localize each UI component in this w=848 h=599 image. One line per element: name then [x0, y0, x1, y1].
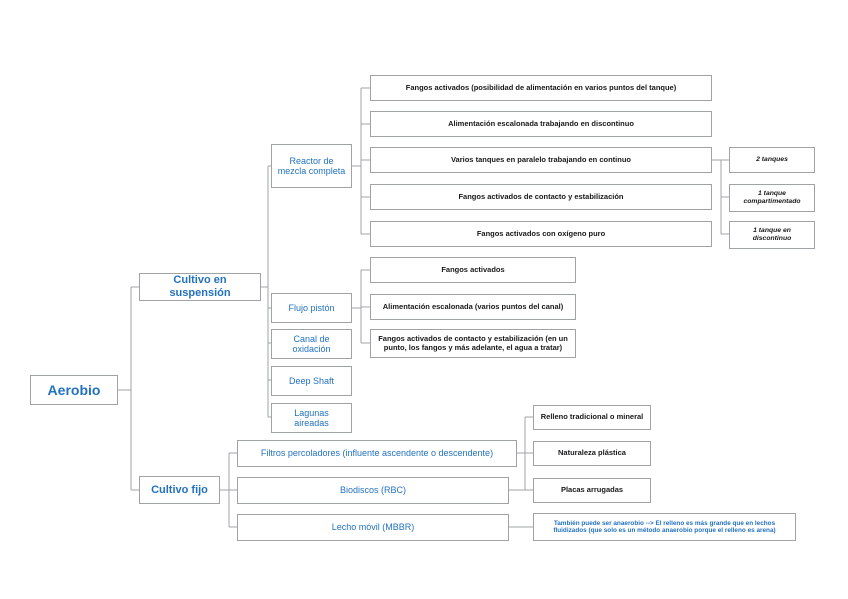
- leaf-node-fangos-activados[interactable]: Fangos activados: [370, 257, 576, 283]
- media-node-label: Naturaleza plástica: [558, 448, 626, 458]
- annotation-node-label: También puede ser anaerobio --> El relle…: [553, 519, 776, 534]
- subleaf-node-2-tanques[interactable]: 2 tanques: [729, 147, 815, 173]
- category-node-deep-shaft[interactable]: Deep Shaft: [271, 366, 352, 396]
- subleaf-node-label: 2 tanques: [756, 156, 788, 164]
- media-node-label: Relleno tradicional o mineral: [540, 412, 644, 422]
- media-node-label: Placas arrugadas: [560, 485, 624, 495]
- root-node-aerobio[interactable]: Aerobio: [30, 375, 118, 405]
- category-node-reactor-mezcla-completa[interactable]: Reactor de mezcla completa: [271, 144, 352, 188]
- category-node-label: Canal de oxidación: [292, 333, 331, 354]
- subleaf-node-label: 1 tanque en discontinuo: [752, 227, 792, 242]
- leaf-node-label: Fangos activados con oxígeno puro: [476, 228, 606, 238]
- leaf-node-label: Lecho móvil (MBBR): [331, 522, 415, 533]
- category-node-lagunas-aireadas[interactable]: Lagunas aireadas: [271, 403, 352, 433]
- branch-node-label: Cultivo en suspensión: [169, 274, 231, 299]
- branch-node-cultivo-fijo[interactable]: Cultivo fijo: [139, 476, 220, 504]
- leaf-node-varios-tanques-paralelo-continuo[interactable]: Varios tanques en paralelo trabajando en…: [370, 147, 712, 173]
- annotation-node-anaerobio[interactable]: También puede ser anaerobio --> El relle…: [533, 513, 796, 541]
- category-node-canal-de-oxidacion[interactable]: Canal de oxidación: [271, 329, 352, 359]
- branch-node-label: Cultivo fijo: [151, 483, 208, 496]
- leaf-node-label: Alimentación escalonada (varios puntos d…: [382, 301, 564, 311]
- leaf-node-biodiscos-rbc[interactable]: Biodiscos (RBC): [237, 477, 509, 504]
- subleaf-node-1-tanque-compartimentado[interactable]: 1 tanque compartimentado: [729, 184, 815, 212]
- media-node-relleno-tradicional-mineral[interactable]: Relleno tradicional o mineral: [533, 405, 651, 430]
- leaf-node-lecho-movil-mbbr[interactable]: Lecho móvil (MBBR): [237, 514, 509, 541]
- leaf-node-label: Fangos activados: [441, 264, 505, 274]
- leaf-node-alimentacion-escalonada-canal[interactable]: Alimentación escalonada (varios puntos d…: [370, 294, 576, 320]
- subleaf-node-label: 1 tanque compartimentado: [743, 190, 801, 205]
- leaf-node-label: Fangos activados de contacto y estabiliz…: [458, 191, 624, 201]
- subleaf-node-1-tanque-en-discontinuo[interactable]: 1 tanque en discontinuo: [729, 221, 815, 249]
- leaf-node-filtros-percoladores[interactable]: Filtros percoladores (influente ascenden…: [237, 440, 517, 467]
- leaf-node-label: Filtros percoladores (influente ascenden…: [260, 448, 494, 459]
- media-node-placas-arrugadas[interactable]: Placas arrugadas: [533, 478, 651, 503]
- category-node-flujo-piston[interactable]: Flujo pistón: [271, 293, 352, 323]
- leaf-node-label: Varios tanques en paralelo trabajando en…: [450, 154, 632, 164]
- category-node-label: Deep Shaft: [288, 375, 335, 386]
- leaf-node-fangos-contacto-estabilizacion-canal[interactable]: Fangos activados de contacto y estabiliz…: [370, 329, 576, 358]
- root-node-label: Aerobio: [47, 381, 101, 398]
- leaf-node-fangos-contacto-estabilizacion[interactable]: Fangos activados de contacto y estabiliz…: [370, 184, 712, 210]
- media-node-naturaleza-plastica[interactable]: Naturaleza plástica: [533, 441, 651, 466]
- leaf-node-fangos-oxigeno-puro[interactable]: Fangos activados con oxígeno puro: [370, 221, 712, 247]
- leaf-node-label: Fangos activados (posibilidad de aliment…: [405, 82, 677, 92]
- leaf-node-label: Alimentación escalonada trabajando en di…: [448, 118, 634, 128]
- leaf-node-label: Fangos activados de contacto y estabiliz…: [378, 333, 568, 352]
- category-node-label: Lagunas aireadas: [294, 407, 329, 428]
- branch-node-cultivo-en-suspension[interactable]: Cultivo en suspensión: [139, 273, 261, 301]
- category-node-label: Flujo pistón: [288, 302, 335, 313]
- category-node-label: Reactor de mezcla completa: [277, 155, 346, 176]
- leaf-node-label: Biodiscos (RBC): [339, 485, 406, 496]
- leaf-node-fangos-activados-varios-puntos[interactable]: Fangos activados (posibilidad de aliment…: [370, 75, 712, 101]
- leaf-node-alimentacion-escalonada-discontinuo[interactable]: Alimentación escalonada trabajando en di…: [370, 111, 712, 137]
